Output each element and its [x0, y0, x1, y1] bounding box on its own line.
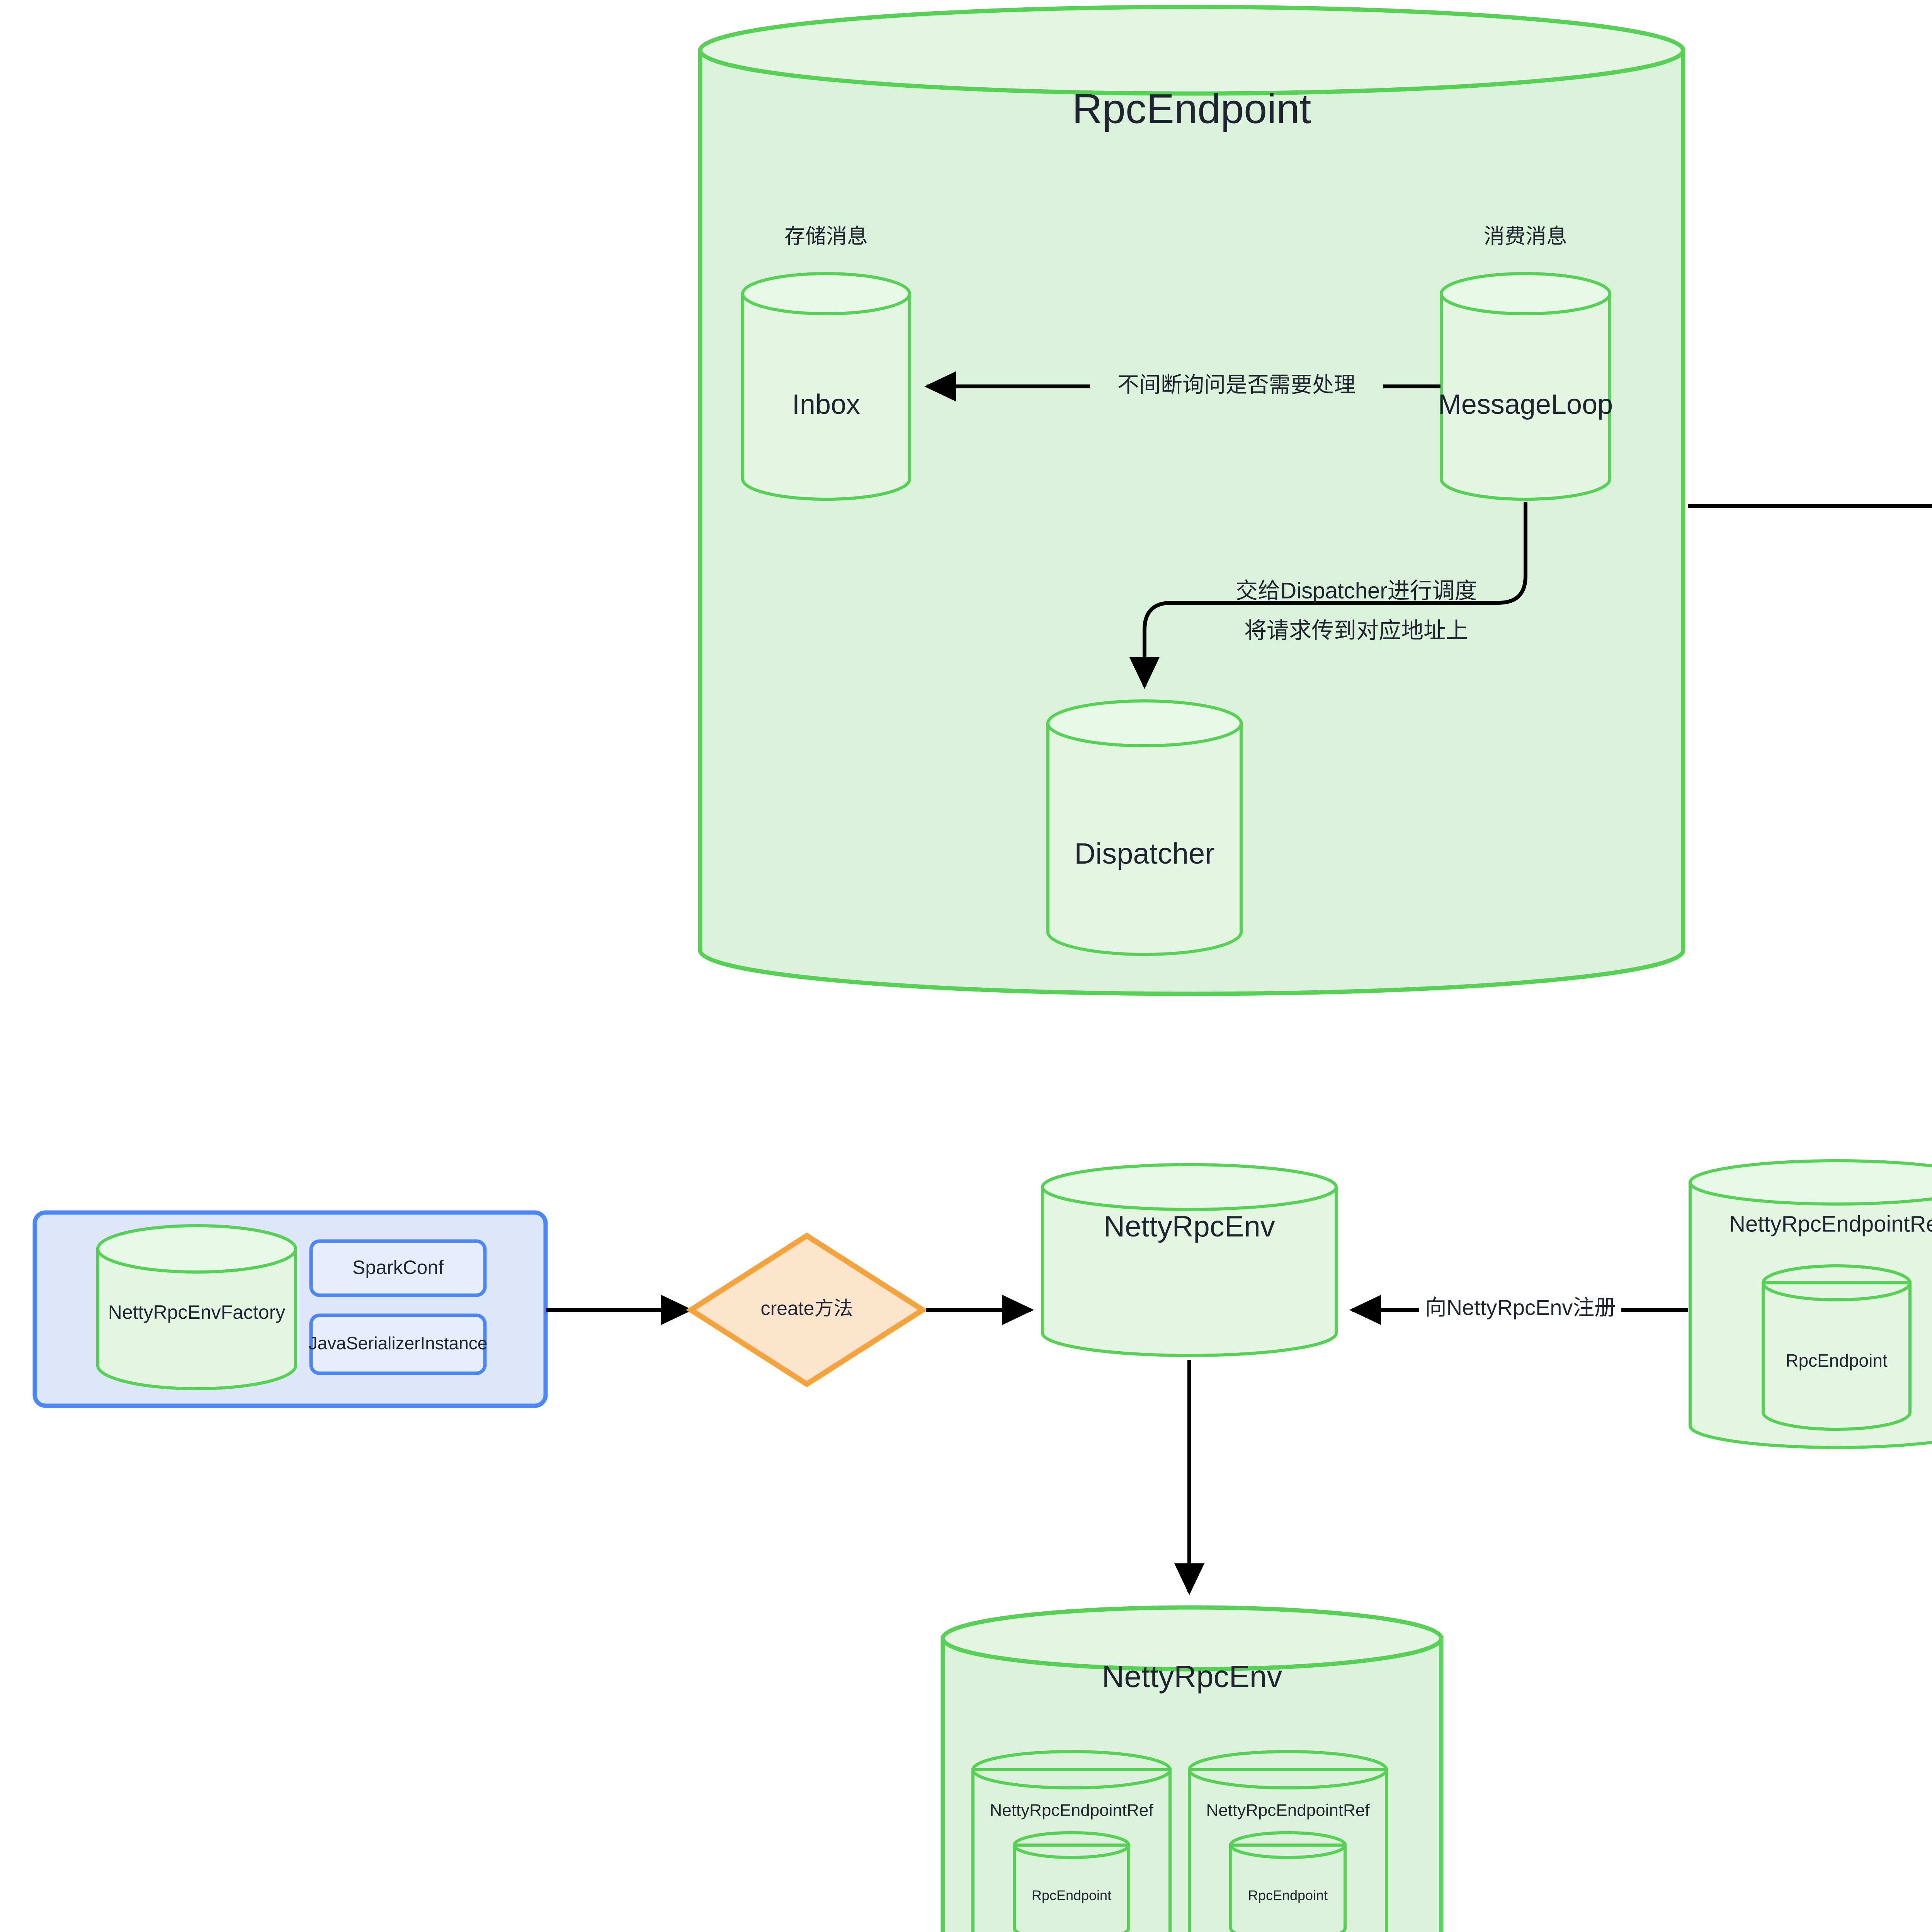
- env-bottom-ref-1-label: NettyRpcEndpointRef: [990, 1801, 1153, 1820]
- rpc-endpoint-cylinder: RpcEndpoint: [698, 5, 1685, 996]
- message-loop-label: MessageLoop: [1438, 389, 1613, 420]
- netty-rpc-env-mid-label: NettyRpcEnv: [1104, 1210, 1275, 1243]
- factory-item-label: SparkConf: [352, 1257, 444, 1278]
- edge-register-label: 向NettyRpcEnv注册: [1425, 1295, 1616, 1320]
- env-bottom-ref-2-inner-label: RpcEndpoint: [1248, 1888, 1328, 1903]
- create-method-node[interactable]: create方法: [686, 1232, 928, 1388]
- env-bottom-ref-1-inner-label: RpcEndpoint: [1032, 1888, 1111, 1903]
- rpc-endpoint-title: RpcEndpoint: [1072, 85, 1311, 132]
- netty-rpc-env-mid-cylinder: NettyRpcEnv: [1041, 1163, 1338, 1357]
- netty-rpc-env-bottom-cylinder: NettyRpcEnv NettyRpcEndpointRef RpcEndpo…: [940, 1605, 1444, 1932]
- edge-poll-inbox: 不间断询问是否需要处理: [924, 371, 1440, 401]
- factory-item-sparkconf[interactable]: SparkConf: [309, 1239, 487, 1297]
- factory-item-javaserializerinstance[interactable]: JavaSerializerInstance: [309, 1313, 488, 1375]
- env-bottom-ref-2-inner: RpcEndpoint: [1229, 1831, 1347, 1932]
- edge-dispatch-label-1: 交给Dispatcher进行调度: [1235, 578, 1477, 603]
- factory-cylinder: NettyRpcEnvFactory: [96, 1224, 297, 1390]
- consume-message-caption: 消费消息: [1484, 224, 1567, 248]
- edge-dispatch: 交给Dispatcher进行调度 将请求传到对应地址上: [1129, 502, 1527, 689]
- endpoint-ref-right-inner-label: RpcEndpoint: [1786, 1350, 1888, 1371]
- factory-cylinder-label: NettyRpcEnvFactory: [108, 1301, 285, 1323]
- inbox-cylinder: Inbox: [741, 272, 911, 501]
- store-message-caption: 存储消息: [784, 224, 868, 248]
- edge-register: 向NettyRpcEnv注册: [1349, 1295, 1688, 1325]
- endpoint-ref-right-inner-cylinder: RpcEndpoint: [1762, 1264, 1912, 1431]
- inbox-label: Inbox: [792, 389, 860, 420]
- env-bottom-ref-1-inner: RpcEndpoint: [1013, 1831, 1130, 1932]
- factory-item-label: JavaSerializerInstance: [309, 1333, 488, 1353]
- edge-poll-label: 不间断询问是否需要处理: [1117, 372, 1355, 397]
- dispatcher-label: Dispatcher: [1074, 837, 1214, 870]
- netty-rpc-env-factory-box: NettyRpcEnvFactory SparkConf JavaSeriali…: [32, 1210, 548, 1408]
- env-bottom-ref-1: NettyRpcEndpointRef RpcEndpoint: [971, 1750, 1172, 1932]
- netty-rpc-env-bottom-label: NettyRpcEnv: [1102, 1659, 1282, 1694]
- edge-dispatch-label-2: 将请求传到对应地址上: [1244, 618, 1468, 643]
- dispatcher-cylinder: Dispatcher: [1046, 699, 1243, 956]
- netty-rpc-endpoint-ref-right: NettyRpcEndpointRef RpcEndpoint: [1689, 1159, 1932, 1449]
- env-bottom-ref-2: NettyRpcEndpointRef RpcEndpoint: [1188, 1750, 1388, 1932]
- create-method-label: create方法: [761, 1298, 853, 1319]
- endpoint-ref-right-label: NettyRpcEndpointRef: [1729, 1211, 1932, 1236]
- message-loop-cylinder: MessageLoop: [1438, 272, 1613, 501]
- env-bottom-ref-2-label: NettyRpcEndpointRef: [1206, 1801, 1370, 1820]
